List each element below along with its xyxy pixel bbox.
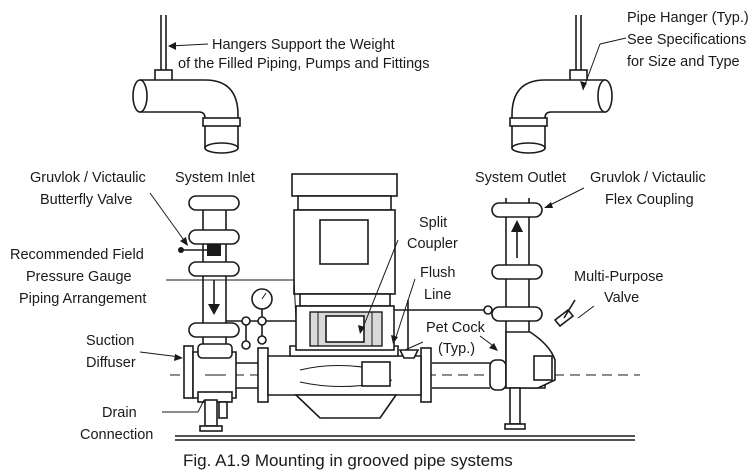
pet-cock-line-2: (Typ.) — [438, 341, 475, 357]
right-hanger-pipe — [509, 15, 613, 154]
pet-cock-line-1: Pet Cock — [426, 320, 486, 336]
outlet-riser — [491, 198, 543, 340]
pump-motor — [291, 173, 398, 351]
drain-connection-line-2: Connection — [80, 427, 153, 443]
label-system-outlet: System Outlet — [475, 170, 566, 186]
label-system-inlet: System Inlet — [175, 170, 255, 186]
label-suction-diffuser: Suction Diffuser — [86, 333, 136, 371]
leader-lines — [139, 37, 627, 413]
label-pressure-gauge: Recommended Field Pressure Gauge Piping … — [10, 247, 146, 307]
flex-coupling-line-1: Gruvlok / Victaulic — [590, 170, 706, 186]
left-hanger-pipe — [132, 15, 241, 154]
split-coupler-line-1: Split — [419, 215, 447, 231]
label-drain-connection: Drain Connection — [80, 405, 153, 443]
label-pipe-hanger: Pipe Hanger (Typ.) See Specifications fo… — [627, 10, 749, 70]
flush-line — [398, 300, 420, 359]
label-butterfly-valve: Gruvlok / Victaulic Butterfly Valve — [30, 170, 146, 208]
label-pet-cock: Pet Cock (Typ.) — [426, 320, 486, 357]
label-flush-line: Flush Line — [420, 265, 455, 303]
suction-diffuser — [183, 343, 237, 432]
floor-base — [175, 435, 635, 441]
pressure-gauge-line-1: Recommended Field — [10, 247, 144, 263]
hangers-support-line-2: of the Filled Piping, Pumps and Fittings — [178, 56, 429, 72]
split-coupler-line-2: Coupler — [407, 236, 458, 252]
inlet-riser — [178, 195, 240, 360]
pipe-hanger-line-2: See Specifications — [627, 32, 746, 48]
pressure-gauge-arrangement — [226, 288, 493, 350]
flex-coupling-line-2: Flex Coupling — [605, 192, 694, 208]
label-multi-purpose-valve: Multi-Purpose Valve — [574, 269, 663, 306]
label-hangers-support: Hangers Support the Weight of the Filled… — [178, 37, 429, 72]
pipe-hanger-line-1: Pipe Hanger (Typ.) — [627, 10, 749, 26]
label-flex-coupling: Gruvlok / Victaulic Flex Coupling — [590, 170, 706, 208]
drain-connection-line-1: Drain — [102, 405, 137, 421]
main-header — [170, 362, 640, 389]
outlet-fittings — [489, 299, 576, 430]
pressure-gauge-line-2: Pressure Gauge — [26, 269, 132, 285]
pipe-hanger-line-3: for Size and Type — [627, 54, 740, 70]
multi-purpose-valve-line-2: Valve — [604, 290, 639, 306]
pressure-gauge-line-3: Piping Arrangement — [19, 291, 146, 307]
suction-diffuser-line-2: Diffuser — [86, 355, 136, 371]
multi-purpose-valve-line-1: Multi-Purpose — [574, 269, 663, 285]
label-split-coupler: Split Coupler — [407, 215, 458, 252]
flush-line-line-1: Flush — [420, 265, 455, 281]
butterfly-valve-line-1: Gruvlok / Victaulic — [30, 170, 146, 186]
figure-caption: Fig. A1.9 Mounting in grooved pipe syste… — [183, 451, 513, 470]
flush-line-line-2: Line — [424, 287, 451, 303]
hangers-support-line-1: Hangers Support the Weight — [212, 37, 395, 53]
butterfly-valve-line-2: Butterfly Valve — [40, 192, 132, 208]
suction-diffuser-line-1: Suction — [86, 333, 134, 349]
